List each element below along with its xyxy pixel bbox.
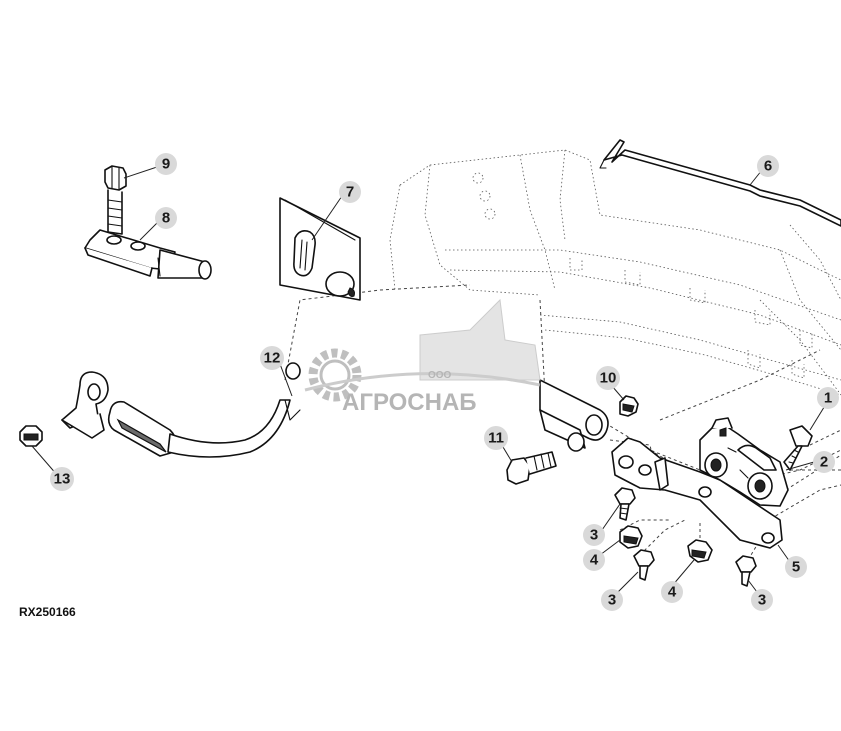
svg-text:11: 11 (488, 430, 504, 447)
callout-11: 11 (484, 426, 508, 450)
watermark-gear-logo (304, 298, 541, 402)
part-screw-3b (633, 549, 655, 581)
svg-text:10: 10 (600, 370, 617, 387)
part-bolt-11 (506, 451, 557, 485)
svg-text:5: 5 (792, 559, 800, 576)
callout-4b: 4 (661, 581, 683, 603)
callout-3b: 3 (601, 589, 623, 611)
callout-8: 8 (155, 207, 177, 229)
svg-text:4: 4 (590, 552, 599, 569)
callout-10: 10 (596, 366, 620, 390)
part-nut-10 (619, 395, 639, 417)
callout-4a: 4 (583, 549, 605, 571)
svg-text:3: 3 (758, 592, 766, 609)
callout-3a: 3 (583, 524, 605, 546)
callout-13: 13 (50, 467, 74, 491)
watermark: ООО АГРОСНАБ (304, 298, 541, 416)
part-lug-8 (84, 229, 212, 280)
svg-text:8: 8 (162, 210, 170, 227)
callout-6: 6 (757, 155, 779, 177)
callout-3c: 3 (751, 589, 773, 611)
svg-text:3: 3 (608, 592, 616, 609)
svg-text:6: 6 (764, 158, 772, 175)
part-plate-7 (279, 197, 361, 301)
svg-text:9: 9 (162, 156, 170, 173)
part-rod-6 (599, 139, 841, 227)
callout-1: 1 (817, 387, 839, 409)
svg-text:2: 2 (820, 454, 828, 471)
part-link-plate (539, 379, 609, 452)
svg-text:3: 3 (590, 527, 598, 544)
drawing-id: RX250166 (19, 605, 76, 619)
callout-2: 2 (813, 451, 835, 473)
svg-text:4: 4 (668, 584, 677, 601)
watermark-company-name: АГРОСНАБ (342, 389, 477, 416)
callout-12: 12 (260, 346, 284, 370)
part-bracket-5 (611, 437, 783, 549)
part-screw-3c (735, 555, 757, 587)
leader-lines (31, 165, 827, 597)
svg-text:12: 12 (264, 350, 281, 367)
svg-text:7: 7 (346, 184, 354, 201)
svg-text:13: 13 (54, 471, 71, 488)
part-screw-1 (783, 425, 813, 471)
part-bolt-9 (104, 165, 127, 235)
part-nut-4b (687, 539, 713, 563)
callout-7: 7 (339, 181, 361, 203)
part-nut-13 (19, 425, 43, 447)
watermark-prefix: ООО (428, 370, 452, 381)
callouts: 1 2 3 3 3 4 4 5 (50, 153, 839, 611)
part-cable-12 (61, 362, 301, 458)
part-latch-2 (699, 417, 789, 507)
callout-9: 9 (155, 153, 177, 175)
callout-5: 5 (785, 556, 807, 578)
svg-text:1: 1 (824, 390, 832, 407)
part-nut-4a (619, 525, 643, 549)
phantom-frame-structure (389, 149, 841, 396)
part-screw-3a (614, 487, 636, 521)
